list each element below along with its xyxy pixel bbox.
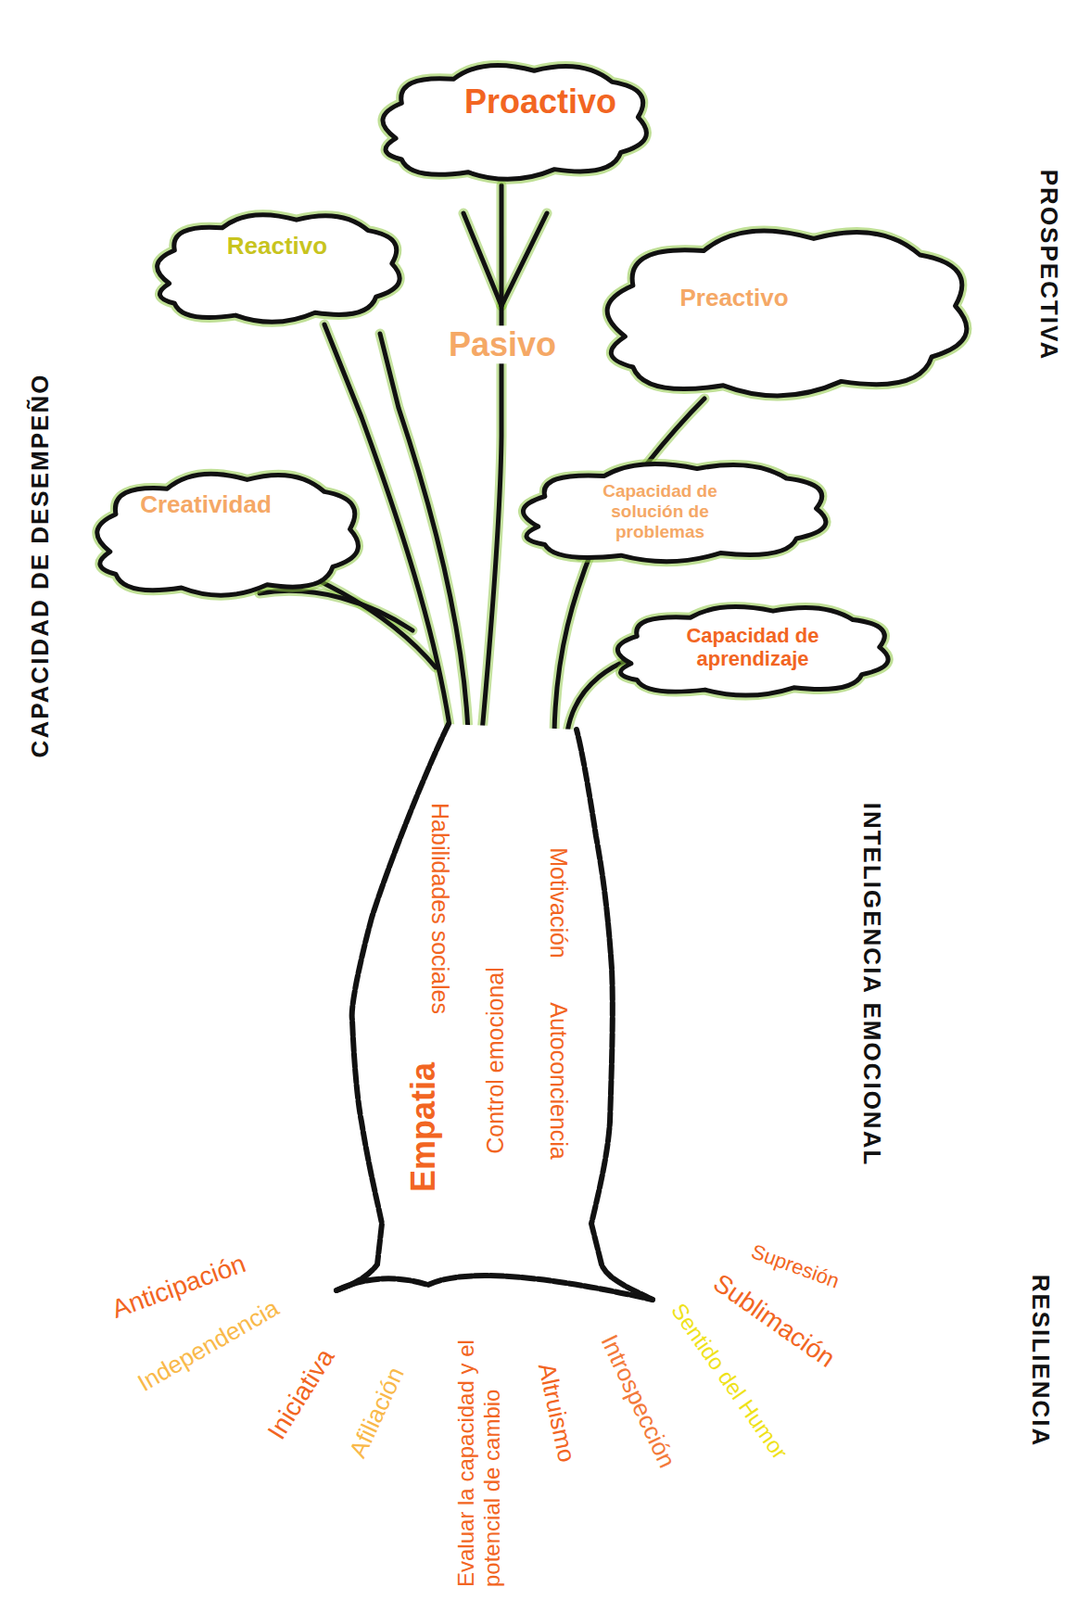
cloud-text: Preactivo <box>679 284 788 313</box>
cloud-node: Proactivo <box>367 53 656 195</box>
cloud-shape <box>585 214 979 419</box>
cloud-node: Capacidad de aprendizaje <box>601 597 898 708</box>
cloud-shape <box>142 203 408 337</box>
trunk-text: Motivación <box>545 847 573 959</box>
cloud-text: Proactivo <box>464 82 617 121</box>
root-label: Evaluar la capacidad y el potencial de c… <box>453 1308 505 1587</box>
cloud-node: Capacidad de solución de problemas <box>505 454 837 575</box>
root-label: Afiliación <box>343 1363 410 1463</box>
trunk-text: Control emocional <box>481 966 509 1155</box>
cloud-text: Reactivo <box>227 232 328 261</box>
trunk-text: Empatia <box>404 1062 443 1193</box>
root-label: Altruismo <box>532 1360 581 1465</box>
side-label: INTELIGENCIA EMOCIONAL <box>857 802 886 1167</box>
root-label: Supresión <box>748 1239 843 1294</box>
cloud-text: Creatividad <box>139 491 272 520</box>
root-label: Anticipación <box>108 1248 251 1325</box>
cloud-node: Creatividad <box>81 461 368 612</box>
cloud-shape <box>81 461 368 612</box>
branch-label: Pasivo <box>444 325 560 364</box>
side-label: PROSPECTIVA <box>1034 169 1063 361</box>
cloud-text: Capacidad de aprendizaje <box>664 623 841 672</box>
trunk-text: Autoconciencia <box>545 1001 573 1160</box>
trunk-text: Habilidades sociales <box>427 802 455 1015</box>
trunk-node: Habilidades sociales MotivaciónAutoconcie… <box>324 713 668 1312</box>
side-label: RESILIENCIA <box>1026 1274 1054 1448</box>
cloud-node: Reactivo <box>142 203 408 337</box>
root-label: Introspección <box>595 1331 681 1473</box>
cloud-text: Capacidad de solución de problemas <box>585 481 735 543</box>
root-label: Iniciativa <box>261 1343 341 1445</box>
cloud-node: Preactivo <box>585 214 979 419</box>
side-label: CAPACIDAD DE DESEMPEÑO <box>26 373 55 759</box>
cloud-shape <box>367 53 656 195</box>
